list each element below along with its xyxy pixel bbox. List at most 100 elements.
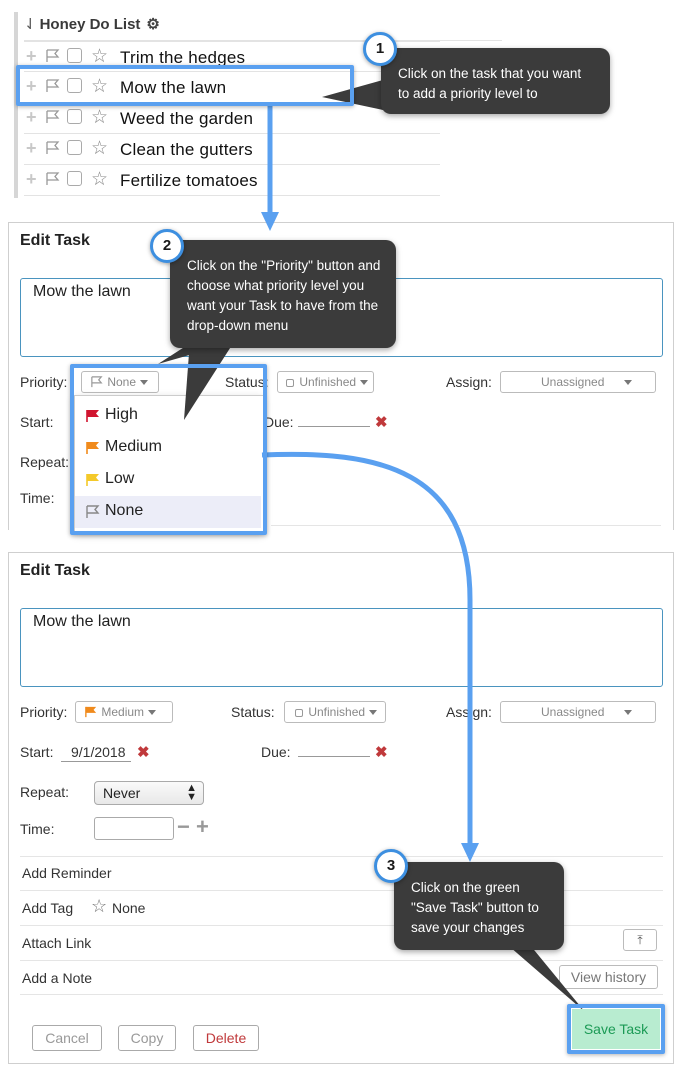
complete-checkbox[interactable] bbox=[67, 109, 82, 124]
flag-icon[interactable] bbox=[45, 79, 61, 93]
flag-icon[interactable] bbox=[45, 49, 61, 63]
save-task-button[interactable]: Save Task bbox=[572, 1009, 660, 1049]
star-icon[interactable]: ☆ bbox=[91, 138, 109, 159]
divider bbox=[20, 856, 663, 857]
due-label: Due: bbox=[264, 414, 294, 430]
plus-icon[interactable]: + bbox=[26, 138, 37, 158]
panel-title: Edit Task bbox=[20, 232, 90, 249]
clear-due-icon[interactable]: ✖ bbox=[375, 414, 388, 431]
assign-value: Unassigned bbox=[541, 375, 605, 389]
complete-checkbox[interactable] bbox=[67, 48, 82, 63]
star-icon[interactable]: ☆ bbox=[91, 107, 109, 128]
arrow-line bbox=[261, 451, 473, 845]
assign-select[interactable]: Unassigned bbox=[500, 701, 656, 723]
arrow-head bbox=[261, 212, 279, 231]
star-icon[interactable]: ☆ bbox=[91, 76, 109, 97]
list-title[interactable]: ⇃Honey Do List⚙ bbox=[24, 15, 160, 33]
task-list: ⇃Honey Do List⚙ + ☆ Trim the hedges + ☆ … bbox=[0, 0, 680, 210]
priority-button[interactable]: Medium bbox=[75, 701, 173, 723]
yellow-flag-icon bbox=[86, 474, 99, 486]
clear-start-icon[interactable]: ✖ bbox=[137, 744, 150, 761]
task-title[interactable]: Weed the garden bbox=[120, 109, 254, 128]
list-item[interactable]: + ☆ Fertilize tomatoes bbox=[24, 165, 440, 196]
time-input[interactable] bbox=[94, 817, 174, 840]
highlight-save-button bbox=[567, 1004, 665, 1054]
plus-icon[interactable]: + bbox=[196, 814, 209, 839]
add-note-link[interactable]: Add a Note bbox=[22, 970, 93, 986]
plus-icon[interactable]: + bbox=[26, 76, 37, 96]
task-title[interactable]: Fertilize tomatoes bbox=[120, 171, 258, 190]
flag-icon[interactable] bbox=[45, 141, 61, 155]
list-item[interactable]: + ☆ Clean the gutters bbox=[24, 134, 440, 165]
panel-title: Edit Task bbox=[20, 562, 90, 579]
task-title[interactable]: Mow the lawn bbox=[120, 78, 227, 97]
step-badge-1: 1 bbox=[363, 32, 397, 66]
red-flag-icon bbox=[86, 410, 99, 422]
step-badge-2: 2 bbox=[150, 229, 184, 263]
status-value: Unfinished bbox=[308, 705, 366, 719]
add-reminder-link[interactable]: Add Reminder bbox=[22, 865, 112, 881]
complete-checkbox[interactable] bbox=[67, 78, 82, 93]
chevron-down-icon bbox=[624, 380, 633, 386]
delete-button[interactable]: Delete bbox=[193, 1025, 259, 1051]
callout-pointer bbox=[502, 940, 585, 1012]
tag-value: None bbox=[112, 900, 146, 916]
flag-icon[interactable] bbox=[45, 172, 61, 186]
cancel-button[interactable]: Cancel bbox=[32, 1025, 102, 1051]
start-date-input[interactable]: 9/1/2018 bbox=[61, 744, 131, 762]
status-label: Status: bbox=[225, 374, 269, 390]
step-badge-3: 3 bbox=[374, 849, 408, 883]
callout-step-2: Click on the "Priority" button and choos… bbox=[170, 240, 396, 348]
priority-option-medium[interactable]: Medium bbox=[75, 432, 261, 464]
priority-option-label: High bbox=[105, 406, 138, 423]
repeat-label: Repeat: bbox=[20, 454, 70, 470]
priority-button[interactable]: None bbox=[81, 371, 159, 393]
repeat-value: Never bbox=[103, 785, 141, 801]
plus-icon[interactable]: + bbox=[26, 169, 37, 189]
priority-option-low[interactable]: Low bbox=[75, 464, 261, 496]
repeat-select[interactable]: Never ▲▼ bbox=[94, 781, 204, 805]
star-icon[interactable]: ☆ bbox=[91, 896, 108, 916]
arrow-head bbox=[461, 843, 479, 862]
flag-icon[interactable] bbox=[45, 110, 61, 124]
copy-button[interactable]: Copy bbox=[118, 1025, 176, 1051]
priority-option-high[interactable]: High bbox=[75, 400, 261, 432]
complete-checkbox[interactable] bbox=[67, 140, 82, 155]
attach-link[interactable]: Attach Link bbox=[22, 935, 92, 951]
repeat-label: Repeat: bbox=[20, 784, 70, 800]
divider bbox=[20, 960, 663, 961]
time-label: Time: bbox=[20, 821, 55, 837]
due-date-input[interactable] bbox=[298, 741, 370, 757]
plus-icon[interactable]: + bbox=[26, 107, 37, 127]
list-item[interactable]: + ☆ Trim the hedges bbox=[24, 41, 440, 72]
priority-label: Priority: bbox=[20, 704, 68, 720]
list-item[interactable]: + ☆ Weed the garden bbox=[24, 103, 440, 134]
divider bbox=[271, 525, 661, 526]
due-date-input[interactable] bbox=[298, 411, 370, 427]
time-label: Time: bbox=[20, 490, 55, 506]
callout-step-1: Click on the task that you want to add a… bbox=[381, 48, 610, 114]
gear-icon[interactable]: ⚙ bbox=[146, 16, 160, 33]
priority-value: Medium bbox=[101, 705, 145, 719]
star-icon[interactable]: ☆ bbox=[91, 46, 109, 67]
view-history-button[interactable]: View history bbox=[559, 965, 658, 989]
task-title-input[interactable]: Mow the lawn bbox=[20, 608, 663, 687]
due-label: Due: bbox=[261, 744, 291, 760]
priority-option-label: None bbox=[105, 502, 144, 519]
upload-icon[interactable]: ⤒ bbox=[623, 929, 657, 951]
assign-select[interactable]: Unassigned bbox=[500, 371, 656, 393]
status-button[interactable]: Unfinished bbox=[277, 371, 374, 393]
clear-due-icon[interactable]: ✖ bbox=[375, 744, 388, 761]
status-button[interactable]: Unfinished bbox=[284, 701, 386, 723]
task-title[interactable]: Trim the hedges bbox=[120, 48, 246, 67]
complete-checkbox[interactable] bbox=[67, 171, 82, 186]
star-icon[interactable]: ☆ bbox=[91, 169, 109, 190]
task-title[interactable]: Clean the gutters bbox=[120, 140, 253, 159]
checkbox-icon bbox=[286, 379, 294, 387]
priority-label: Priority: bbox=[20, 374, 68, 390]
priority-option-none[interactable]: None bbox=[75, 496, 261, 528]
minus-icon[interactable]: − bbox=[177, 814, 190, 839]
plus-icon[interactable]: + bbox=[26, 46, 37, 66]
add-tag-link[interactable]: Add Tag bbox=[22, 900, 74, 916]
divider bbox=[20, 994, 663, 995]
